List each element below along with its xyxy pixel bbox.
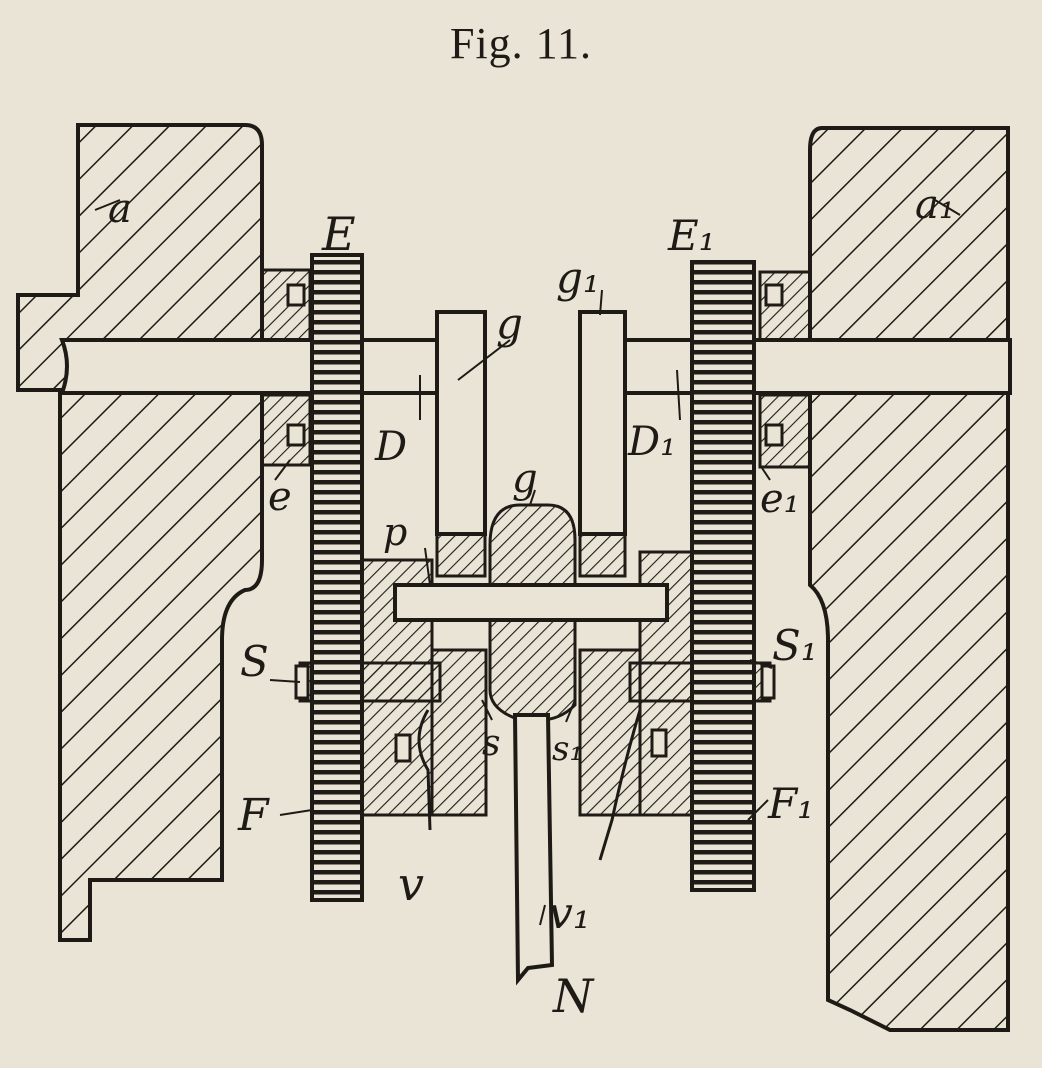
disc-g-left-foot <box>435 532 487 578</box>
label-shaft-s: S <box>240 637 269 686</box>
disc-g-left <box>435 310 487 536</box>
main-shaft-right <box>620 338 1012 395</box>
label-housing-right: a₁ <box>915 182 955 228</box>
spring-v-left <box>417 709 432 831</box>
figure-title: Fig. 11. <box>449 19 593 68</box>
leader-lines <box>94 199 961 926</box>
label-pin-p: p <box>383 510 407 554</box>
pin-p <box>393 583 669 622</box>
label-small-s1: s₁ <box>552 729 583 769</box>
label-stem-n: N <box>552 969 595 1023</box>
screw-right-top <box>764 283 784 307</box>
screw-left-bottom <box>286 423 306 447</box>
main-shaft-left <box>59 338 442 395</box>
stem-n <box>512 713 555 986</box>
screw-left-top <box>286 283 306 307</box>
label-spring-v1: v₁ <box>548 888 591 939</box>
gear-wheel-right <box>690 260 756 892</box>
gear-wheel-left <box>310 253 364 902</box>
label-hub-d1: D₁ <box>627 419 676 465</box>
label-disc-g: g <box>496 299 523 348</box>
label-center-g: g <box>512 456 538 502</box>
label-wheel-f: F <box>237 790 270 841</box>
spring-v-right <box>598 709 642 861</box>
left-housing <box>16 123 264 942</box>
label-shaft-s1: S₁ <box>772 621 818 670</box>
label-wheel-f1: F₁ <box>767 779 814 828</box>
label-housing-left: a <box>108 186 132 232</box>
label-small-s: s <box>482 723 500 764</box>
label-spring-v: v <box>398 857 424 911</box>
small-block-right <box>650 728 668 758</box>
label-disc-g1: g₁ <box>556 253 600 302</box>
right-housing <box>808 126 1010 1032</box>
disc-g-right-foot <box>578 532 627 578</box>
label-bearing-e1: e₁ <box>760 476 800 522</box>
label-bearing-e: e <box>268 474 292 520</box>
disc-g-right <box>578 310 627 536</box>
label-gear-e1: E₁ <box>667 211 716 260</box>
cross-shaft-right-end <box>760 664 776 700</box>
label-gear-e: E <box>321 207 356 261</box>
screw-right-bottom <box>764 423 784 447</box>
small-block-left <box>394 733 412 763</box>
label-hub-d: D <box>374 424 407 470</box>
